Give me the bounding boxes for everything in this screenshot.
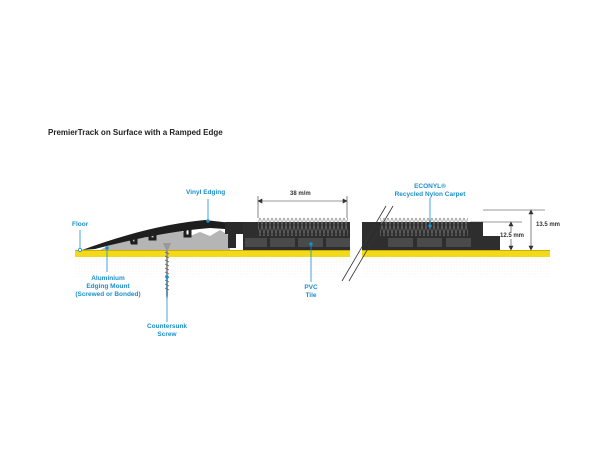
dimension-total-height: 13.5 mm: [536, 222, 561, 228]
carpet-right: [380, 218, 468, 236]
label-line: (Screwed or Bonded): [75, 291, 141, 298]
label-line: Edging Mount: [86, 283, 130, 290]
label-line: ECONYL®: [414, 183, 446, 190]
dimension-width: 38 m/m: [290, 191, 311, 197]
label-line: Tile: [305, 292, 317, 299]
label-line: Screw: [157, 331, 177, 338]
floor-surface: [75, 250, 550, 257]
label-line: Aluminium: [91, 275, 125, 282]
break-line: [341, 205, 394, 282]
label-line: Recycled Nylon Carpet: [394, 191, 466, 198]
label-carpet: ECONYL® Recycled Nylon Carpet: [390, 183, 470, 199]
dimension-lines: [257, 196, 545, 251]
diagram-title: PremierTrack on Surface with a Ramped Ed…: [48, 128, 223, 137]
vinyl-edging: [82, 220, 240, 250]
label-pvc-tile: PVC Tile: [296, 284, 326, 300]
label-aluminium-mount: Aluminium Edging Mount (Screwed or Bonde…: [72, 275, 144, 299]
label-line: Countersunk: [146, 323, 188, 330]
label-line: PVC: [304, 284, 318, 291]
label-countersunk-screw: Countersunk Screw: [140, 323, 194, 339]
leader-lines: [78, 198, 432, 322]
label-floor: Floor: [72, 221, 89, 228]
dimension-tile-height: 12.5 mm: [500, 233, 525, 239]
carpet-left: [258, 218, 348, 236]
subfloor: [75, 257, 550, 277]
label-vinyl-edging: Vinyl Edging: [186, 189, 226, 196]
